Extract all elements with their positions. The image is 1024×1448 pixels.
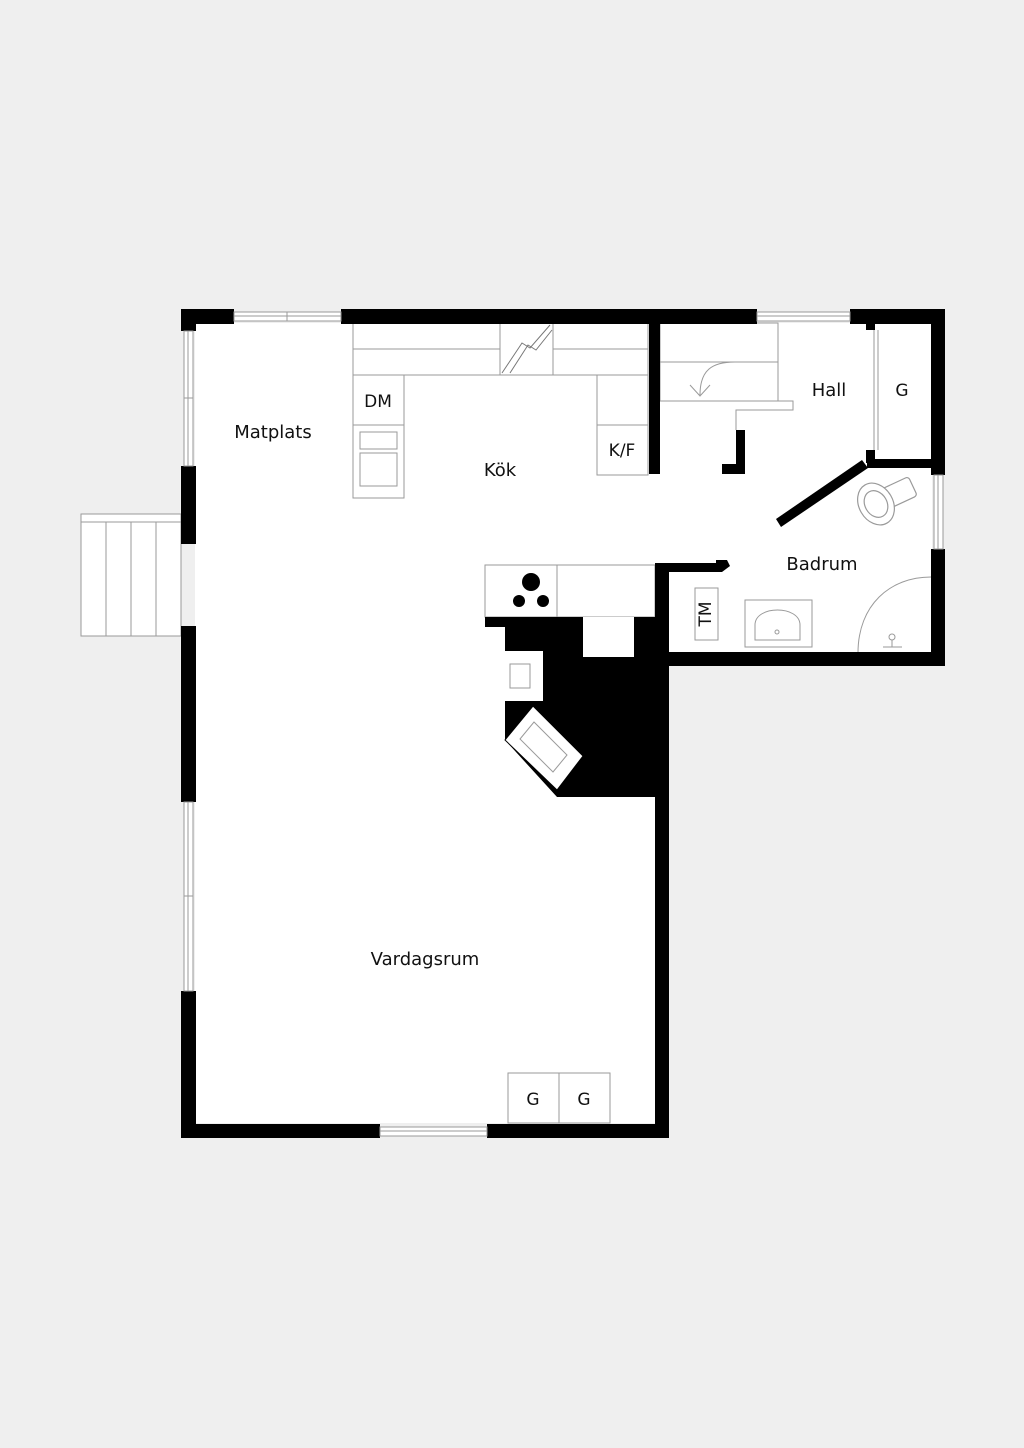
toilet-icon — [857, 476, 917, 526]
stove-burner — [537, 595, 549, 607]
tm-box — [694, 587, 719, 641]
fixture-label-g-wardrobe-1: G — [526, 1090, 539, 1110]
room-label-badrum: Badrum — [786, 554, 857, 575]
fixture-label-tm: TM — [696, 601, 716, 627]
walls — [181, 309, 945, 1138]
fixture-label-g-wardrobe-2: G — [577, 1090, 590, 1110]
sink-icon — [744, 599, 813, 648]
wardrobes — [507, 1072, 611, 1124]
stove-island — [484, 564, 656, 618]
room-label-hall: Hall — [812, 380, 847, 401]
stove-burner — [513, 595, 525, 607]
shower-icon — [857, 576, 932, 654]
fixture-label-kf: K/F — [609, 441, 636, 461]
room-label-matplats: Matplats — [234, 422, 312, 443]
fireplace — [485, 617, 655, 797]
stove-burner — [522, 573, 540, 591]
fixture-label-g-hall: G — [895, 381, 908, 401]
bathroom-fixtures — [694, 576, 932, 654]
windows — [183, 311, 944, 1137]
room-label-vardagsrum: Vardagsrum — [371, 949, 480, 970]
room-label-kok: Kök — [484, 460, 517, 481]
porch-steps — [80, 513, 182, 637]
fixture-label-dm: DM — [364, 392, 392, 412]
